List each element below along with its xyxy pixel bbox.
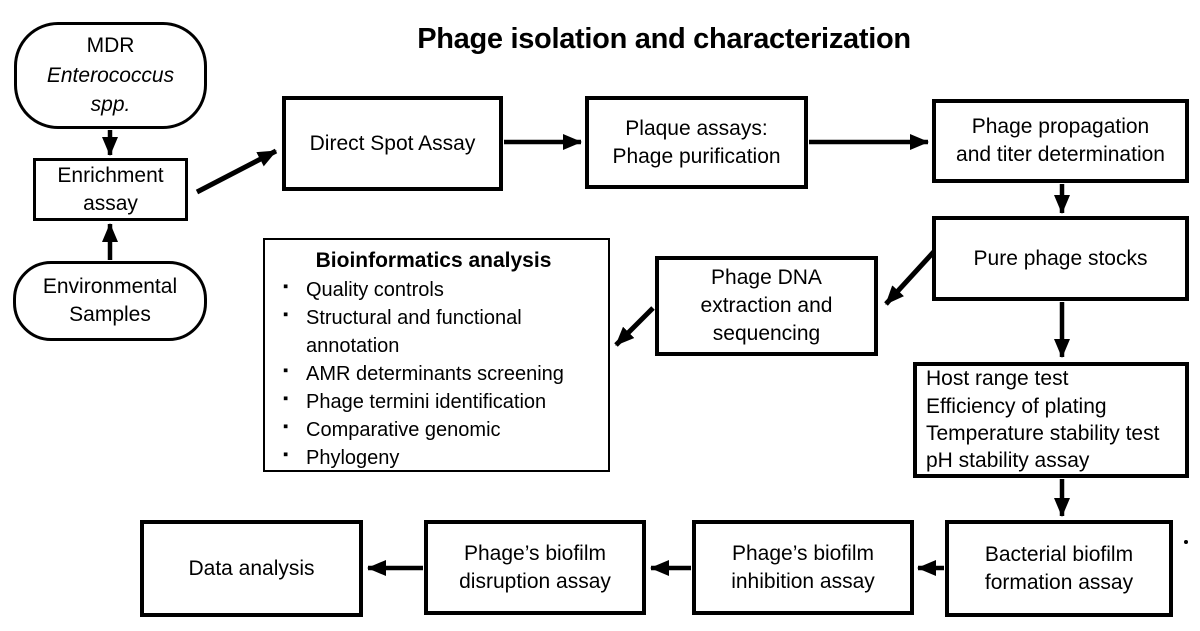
list-item: Quality controls <box>283 277 602 304</box>
node-data-analysis: Data analysis <box>140 520 363 617</box>
node-mdr-enterococcus: MDR Enterococcus spp. <box>14 22 207 129</box>
mdr-label-line1: MDR <box>86 33 135 57</box>
node-bioinformatics-analysis: Bioinformatics analysis Quality controls… <box>263 238 610 472</box>
mdr-label-line2: Enterococcus <box>46 63 175 87</box>
list-item: Structural and functional annotation <box>283 305 602 359</box>
direct-spot-label: Direct Spot Assay <box>309 131 476 155</box>
list-item: Phage termini identification <box>283 389 602 416</box>
phage-dna-label: Phage DNA extraction and sequencing <box>700 266 833 345</box>
node-bacterial-biofilm-formation: Bacterial biofilm formation assay <box>945 520 1173 617</box>
arrow-enrichment-to-direct-spot <box>195 148 278 195</box>
inhibition-label: Phage’s biofilm inhibition assay <box>731 541 875 593</box>
bacterial-biofilm-label: Bacterial biofilm formation assay <box>984 542 1134 594</box>
list-item: AMR determinants screening <box>283 361 602 388</box>
page-title: Phage isolation and characterization <box>417 23 911 55</box>
node-environmental-samples: Environmental Samples <box>13 261 207 341</box>
arrow-phage-dna-to-bioinformatics <box>614 306 655 347</box>
list-item: Phylogeny <box>283 445 602 472</box>
node-phage-biofilm-inhibition: Phage’s biofilm inhibition assay <box>692 520 914 615</box>
node-plaque-assays: Plaque assays: Phage purification <box>585 96 808 189</box>
enrichment-label: Enrichment assay <box>57 163 164 215</box>
host-range-label: Host range test Efficiency of plating Te… <box>926 367 1160 473</box>
bioinformatics-heading: Bioinformatics analysis <box>315 249 552 272</box>
bioinformatics-list: Quality controls Structural and function… <box>265 277 602 472</box>
list-item: Comparative genomic <box>283 417 602 444</box>
mdr-label-line3: spp. <box>90 93 131 117</box>
node-pure-phage-stocks: Pure phage stocks <box>932 216 1189 301</box>
node-phage-dna-extraction: Phage DNA extraction and sequencing <box>655 256 878 356</box>
node-phage-biofilm-disruption: Phage’s biofilm disruption assay <box>424 520 646 615</box>
data-analysis-label: Data analysis <box>188 556 315 580</box>
stray-dot-artifact <box>1184 540 1188 544</box>
disruption-label: Phage’s biofilm disruption assay <box>459 541 611 593</box>
node-phage-propagation: Phage propagation and titer determinatio… <box>932 99 1189 183</box>
node-direct-spot-assay: Direct Spot Assay <box>282 96 503 191</box>
pure-stocks-label: Pure phage stocks <box>973 246 1148 270</box>
node-enrichment-assay: Enrichment assay <box>33 158 188 221</box>
environmental-label: Environmental Samples <box>42 275 178 326</box>
plaque-label: Plaque assays: Phage purification <box>612 116 781 168</box>
propagation-label: Phage propagation and titer determinatio… <box>956 115 1165 166</box>
node-host-range-tests: Host range test Efficiency of plating Te… <box>913 362 1189 478</box>
